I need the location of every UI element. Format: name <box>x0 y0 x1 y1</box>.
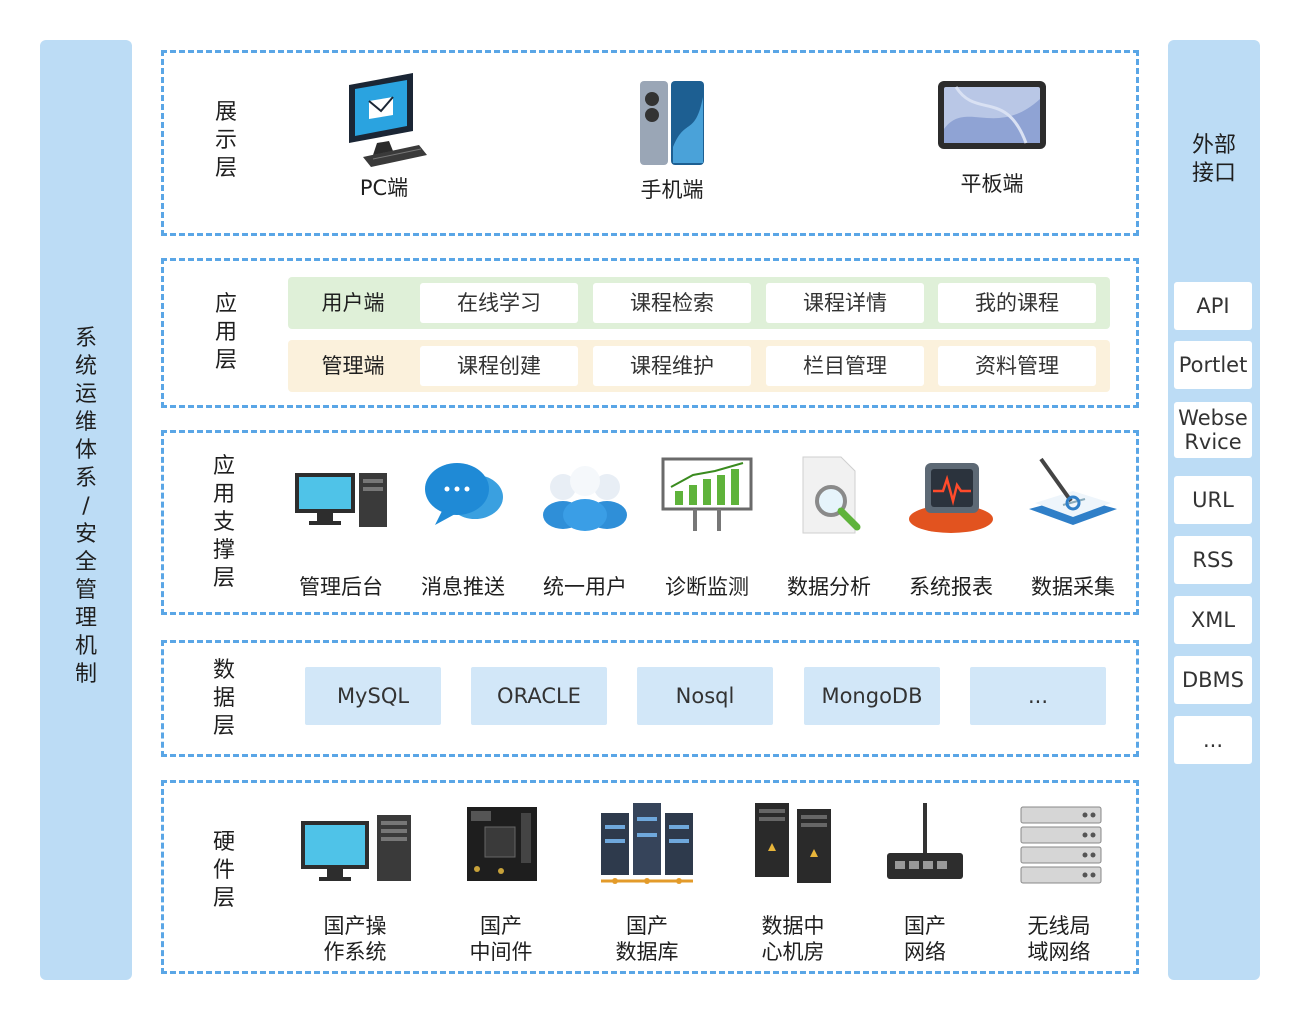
tablet-icon <box>938 81 1046 149</box>
rack-server-icon <box>1020 806 1102 884</box>
support-system-report-label: 系统报表 <box>909 575 993 599</box>
user-side-row: 用户端 在线学习 课程检索 课程详情 我的课程 <box>288 277 1110 329</box>
support-admin-backend-label: 管理后台 <box>299 575 383 599</box>
module-column-manage: 栏目管理 <box>766 346 924 386</box>
users-icon <box>543 466 627 531</box>
data-layer-label: 数 据 层 <box>212 658 235 739</box>
magnifier-doc-icon <box>802 456 861 534</box>
support-layer-label: 应 用 支 撑 层 <box>212 454 235 591</box>
computer-icon <box>301 815 411 881</box>
hw-datacenter-room: 数据中 心机房 <box>728 799 858 964</box>
support-data-analysis-label: 数据分析 <box>787 575 871 599</box>
hw-domestic-network: 国产 网络 <box>860 799 990 964</box>
device-tablet-label: 平板端 <box>960 172 1024 196</box>
support-message-push: 消息推送 <box>408 453 518 599</box>
hw-domestic-os-label: 国产操 作系统 <box>323 914 387 964</box>
ops-security-title: 系 统 运 维 体 系 / 安 全 管 理 机 制 <box>74 326 97 687</box>
display-layer: 展 示 层 PC端 手机端 <box>161 50 1139 236</box>
hw-domestic-middleware-label: 国产 中间件 <box>469 914 533 964</box>
module-course-search: 课程检索 <box>593 283 751 323</box>
pc-icon <box>349 73 427 167</box>
data-layer: 数 据 层 MySQL ORACLE Nosql MongoDB ... <box>161 640 1139 757</box>
support-data-analysis: 数据分析 <box>774 453 884 599</box>
display-layer-label: 展 示 层 <box>214 100 237 181</box>
device-pc: PC端 <box>314 71 454 201</box>
book-pen-icon <box>1029 457 1117 525</box>
db-mongodb: MongoDB <box>804 667 940 725</box>
interface-item-url: URL <box>1174 476 1252 524</box>
support-diagnosis-monitor-label: 诊断监测 <box>665 575 749 599</box>
support-data-collection-label: 数据采集 <box>1031 575 1115 599</box>
module-course-detail: 课程详情 <box>766 283 924 323</box>
hw-wireless-lan-label: 无线局 域网络 <box>1027 914 1091 964</box>
support-layer: 应 用 支 撑 层 管理后台 消息推送 <box>161 430 1139 615</box>
hw-datacenter-room-label: 数据中 心机房 <box>761 914 825 964</box>
device-phone: 手机端 <box>602 77 742 203</box>
device-tablet: 平板端 <box>922 79 1062 197</box>
interface-item-api: API <box>1174 282 1252 330</box>
application-layer-label: 应 用 层 <box>214 292 237 373</box>
chat-icon <box>425 463 503 525</box>
db-more: ... <box>970 667 1106 725</box>
module-course-maintain: 课程维护 <box>593 346 751 386</box>
hardware-layer-label: 硬 件 层 <box>212 830 235 911</box>
ops-security-sidebar: 系 统 运 维 体 系 / 安 全 管 理 机 制 <box>40 40 132 980</box>
module-online-learning: 在线学习 <box>420 283 578 323</box>
hw-domestic-network-label: 国产 网络 <box>904 914 946 964</box>
router-icon <box>887 803 963 879</box>
server-rack-icon <box>601 803 693 884</box>
hardware-layer: 硬 件 层 国产操 作系统 国产 中间件 <box>161 780 1139 974</box>
application-layer: 应 用 层 用户端 在线学习 课程检索 课程详情 我的课程 管理端 课程创建 课… <box>161 258 1139 408</box>
db-mysql: MySQL <box>305 667 441 725</box>
hw-domestic-database: 国产 数据库 <box>582 799 712 964</box>
support-diagnosis-monitor: 诊断监测 <box>652 453 762 599</box>
hw-domestic-database-label: 国产 数据库 <box>615 914 679 964</box>
report-icon <box>909 463 993 533</box>
support-unified-user-label: 统一用户 <box>543 575 627 599</box>
db-oracle: ORACLE <box>471 667 607 725</box>
phone-icon <box>640 81 704 165</box>
support-system-report: 系统报表 <box>896 453 1006 599</box>
external-interface-sidebar: 外部 接口 API Portlet Webse Rvice URL RSS XM… <box>1168 40 1260 980</box>
support-message-push-label: 消息推送 <box>421 575 505 599</box>
support-data-collection: 数据采集 <box>1018 453 1128 599</box>
interface-item-portlet: Portlet <box>1174 341 1252 389</box>
support-unified-user: 统一用户 <box>530 453 640 599</box>
admin-side-title: 管理端 <box>321 354 385 378</box>
external-interface-title: 外部 接口 <box>1191 133 1236 186</box>
interface-item-webservice: Webse Rvice <box>1174 402 1252 458</box>
interface-item-dbms: DBMS <box>1174 656 1252 704</box>
hw-wireless-lan: 无线局 域网络 <box>994 799 1124 964</box>
admin-side-row: 管理端 课程创建 课程维护 栏目管理 资料管理 <box>288 340 1110 392</box>
module-course-create: 课程创建 <box>420 346 578 386</box>
interface-item-xml: XML <box>1174 596 1252 644</box>
user-side-title: 用户端 <box>321 291 385 315</box>
support-admin-backend: 管理后台 <box>286 453 396 599</box>
hw-domestic-middleware: 国产 中间件 <box>436 799 566 964</box>
interface-item-rss: RSS <box>1174 536 1252 584</box>
motherboard-icon <box>467 807 537 881</box>
desktop-icon <box>295 473 387 527</box>
module-material-manage: 资料管理 <box>938 346 1096 386</box>
hw-domestic-os: 国产操 作系统 <box>290 799 420 964</box>
db-nosql: Nosql <box>637 667 773 725</box>
interface-item-more: ... <box>1174 716 1252 764</box>
device-phone-label: 手机端 <box>640 178 704 202</box>
module-my-courses: 我的课程 <box>938 283 1096 323</box>
monitor-chart-icon <box>661 457 753 531</box>
device-pc-label: PC端 <box>359 176 409 200</box>
tower-server-icon <box>755 803 831 883</box>
